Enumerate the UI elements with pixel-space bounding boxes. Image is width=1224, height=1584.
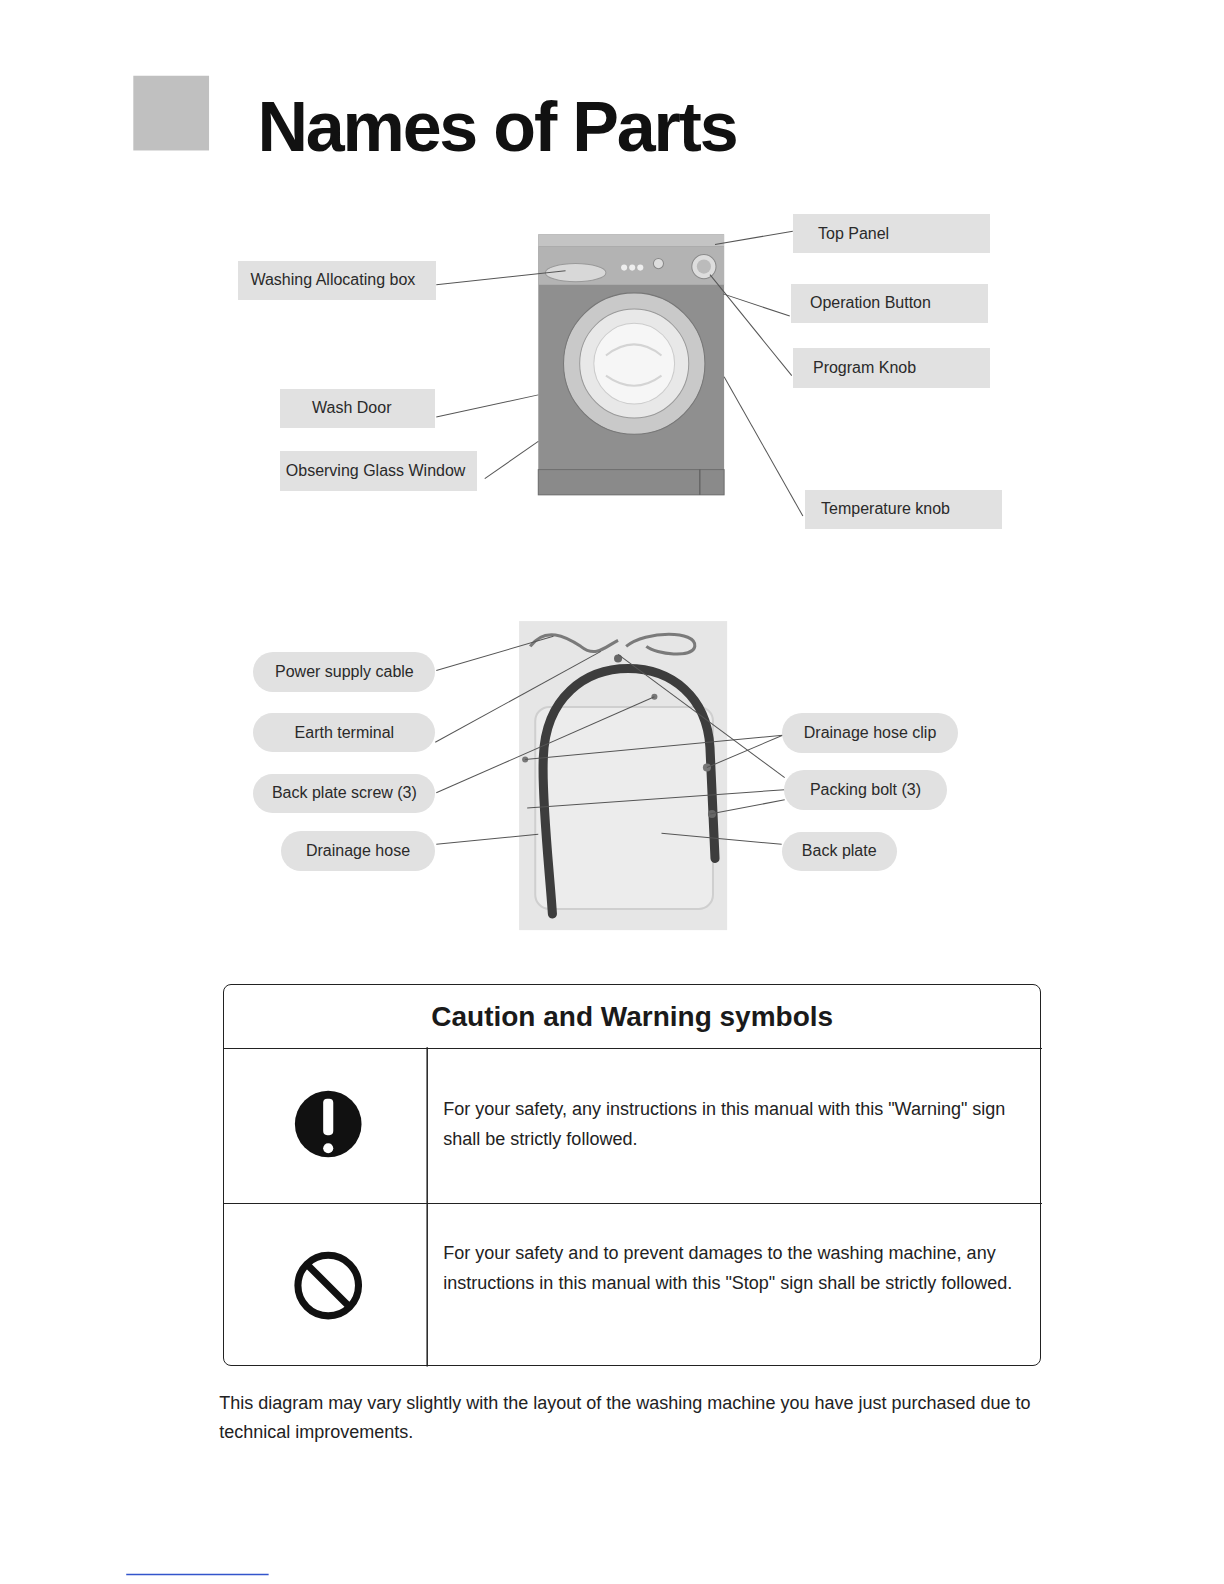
- warning-bar: [323, 1099, 333, 1135]
- leader-line: [485, 441, 539, 478]
- machine-back: [519, 621, 727, 930]
- part-name: Packing bolt (3): [810, 781, 921, 799]
- part-name: Program Knob: [813, 359, 916, 377]
- warning-icon: [295, 1091, 362, 1158]
- machine-front: [538, 234, 724, 495]
- leader-line: [436, 636, 553, 670]
- leader-line: [661, 833, 781, 844]
- back-photo: [519, 621, 727, 930]
- leader-line: [527, 790, 785, 808]
- table-heading: Caution and Warning symbols: [224, 985, 1040, 1049]
- leader-line: [618, 654, 785, 777]
- part-label-box: Observing Glass Window: [280, 451, 478, 490]
- part-label-pill: Power supply cable: [253, 652, 435, 691]
- door-ring: [564, 293, 705, 434]
- title-square: [133, 76, 209, 151]
- symbol-description: For your safety, any instructions in thi…: [443, 1094, 1039, 1154]
- part-name: Back plate screw (3): [272, 784, 417, 802]
- part-name: Wash Door: [312, 399, 391, 417]
- leader-line: [710, 800, 785, 814]
- glass-inner: [594, 323, 675, 404]
- leader-line: [707, 735, 783, 767]
- machine-body: [538, 234, 724, 495]
- stop-circle: [298, 1255, 359, 1316]
- part-name: Washing Allocating box: [250, 271, 415, 289]
- part-name: Temperature knob: [821, 500, 950, 518]
- table-row: For your safety, any instructions in thi…: [224, 1048, 1042, 1203]
- leader-line: [724, 377, 803, 516]
- part-label-box: Top Panel: [793, 214, 990, 253]
- operation-button: [653, 259, 663, 269]
- part-name: Drainage hose: [306, 842, 410, 860]
- leader-line: [715, 231, 793, 244]
- program-knob: [692, 254, 716, 278]
- part-label-pill: Packing bolt (3): [784, 770, 948, 810]
- part-label-box: Temperature knob: [805, 490, 1002, 529]
- part-name: Operation Button: [810, 294, 931, 312]
- detergent-drawer: [545, 264, 606, 282]
- footer-rule: [126, 1574, 268, 1576]
- stop-bar: [308, 1265, 348, 1305]
- glass-window: [580, 309, 689, 418]
- drainage-hose: [543, 669, 715, 914]
- page-title: Names of Parts: [258, 92, 737, 162]
- part-label-pill: Earth terminal: [253, 713, 435, 752]
- button: [629, 265, 635, 271]
- part-label-pill: Back plate: [782, 832, 897, 870]
- part-label-box: Washing Allocating box: [238, 261, 436, 300]
- kick-panel: [538, 470, 724, 495]
- back-plate-screw: [651, 694, 657, 700]
- top-panel: [538, 234, 724, 246]
- leader-line: [723, 294, 790, 316]
- part-name: Top Panel: [818, 225, 889, 243]
- power-cable: [530, 634, 695, 654]
- part-label-box: Program Knob: [793, 348, 990, 387]
- leader-line: [436, 834, 538, 844]
- part-name: Back plate: [802, 842, 877, 860]
- leader-lines: [436, 231, 803, 516]
- part-label-box: Wash Door: [280, 389, 436, 428]
- warning-circle: [295, 1091, 362, 1158]
- part-name: Drainage hose clip: [804, 724, 937, 742]
- control-panel: [538, 246, 724, 284]
- leader-line: [436, 271, 565, 285]
- leader-line: [436, 697, 654, 793]
- leader-lines: [435, 636, 784, 844]
- table-row: For your safety and to prevent damages t…: [224, 1203, 1042, 1368]
- leader-line: [435, 651, 601, 742]
- button: [621, 265, 627, 271]
- leader-line: [710, 275, 792, 376]
- stop-icon: [298, 1255, 359, 1316]
- kick-divider: [699, 470, 700, 495]
- table-divider: [426, 1047, 428, 1366]
- symbol-table: Caution and Warning symbolsFor your safe…: [223, 984, 1041, 1367]
- note-text: This diagram may vary slightly with the …: [219, 1389, 1051, 1447]
- program-knob-center: [697, 260, 711, 274]
- part-name: Earth terminal: [295, 724, 395, 742]
- part-name: Observing Glass Window: [286, 462, 466, 480]
- part-label-pill: Drainage hose clip: [782, 713, 959, 753]
- part-label-pill: Back plate screw (3): [253, 774, 435, 813]
- part-label-pill: Drainage hose: [281, 831, 436, 870]
- warning-dot: [323, 1143, 333, 1153]
- part-label-box: Operation Button: [791, 284, 988, 323]
- artwork: [126, 76, 803, 1575]
- packing-bolt: [614, 654, 622, 662]
- part-name: Power supply cable: [275, 663, 414, 681]
- button: [637, 265, 643, 271]
- drum-detail: [606, 344, 662, 385]
- symbol-description: For your safety and to prevent damages t…: [443, 1238, 1039, 1298]
- leader-line: [436, 395, 538, 417]
